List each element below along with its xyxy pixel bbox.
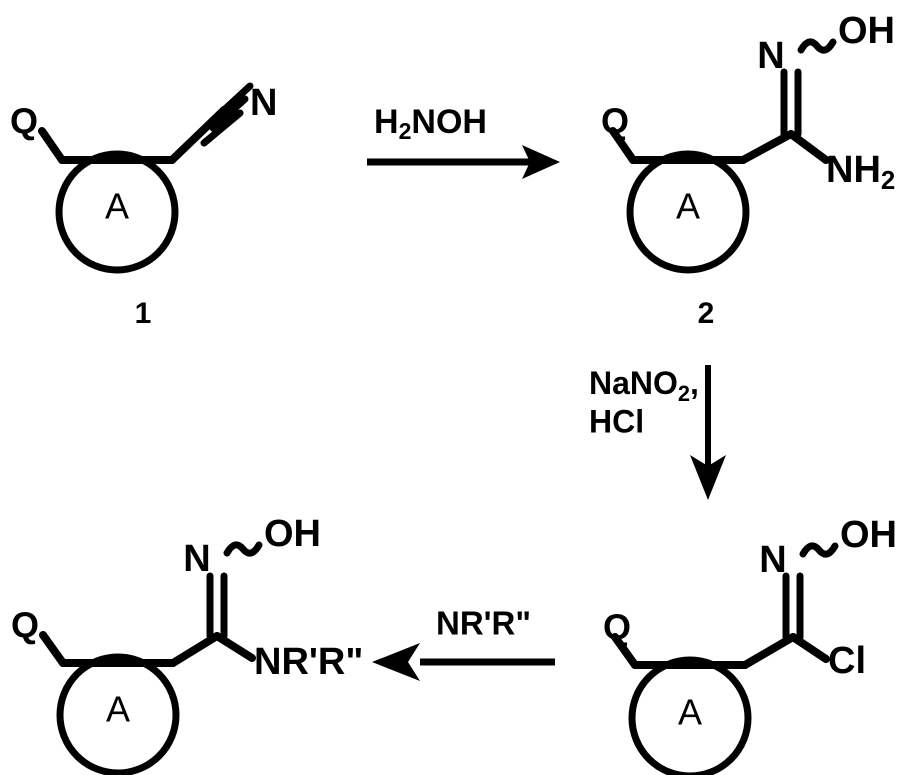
label-hydroxyl-compound-3: OH [840,514,897,556]
label-q-compound-1: Q [10,101,38,142]
reaction-arrow-vertical: NaNO2, HCl [589,365,726,500]
label-oxime-nitrogen-compound-3: N [759,539,786,581]
reaction-arrow-top: H2NOH [367,103,560,179]
wavy-bond-n-oh-compound-3 [799,542,839,558]
compound-number-1: 1 [135,297,152,330]
bond-carbon-to-amine-compound-2 [787,130,830,164]
wavy-bond-n-oh-compound-4 [223,541,263,557]
nitrile-triple-bond-line-3 [200,109,244,147]
bond-q-compound-4 [39,631,67,667]
label-q-compound-2: Q [601,101,629,142]
label-nitrogen-compound-1: N [250,82,277,124]
label-q-compound-4: Q [11,605,39,646]
nitrile-triple-bond-line-1 [220,82,254,114]
structure-compound-1: Q N A 1 [10,82,277,330]
ring-letter-compound-4: A [106,689,130,730]
label-oxime-nitrogen-compound-2: N [757,35,784,77]
bond-q-compound-3 [611,633,639,669]
bond-ring-to-carbon-compound-4 [169,632,221,667]
label-hydroxyl-compound-4: OH [264,513,321,555]
bond-ring-to-carbon-compound-3 [741,633,797,669]
bond-carbon-to-amine-compound-4 [213,632,256,662]
structure-compound-2: Q N OH NH2 A 2 [601,10,895,330]
bond-q-compound-1 [38,127,66,164]
label-hydroxyl-compound-2: OH [838,10,895,52]
ring-letter-compound-3: A [678,692,702,733]
ring-circle-compound-1 [55,150,179,274]
arrow-head-bottom [372,643,420,681]
ring-circle-compound-2 [626,150,750,274]
label-q-compound-3: Q [603,607,631,648]
arrow-head-vertical [690,455,726,500]
label-chloride-compound-3: Cl [828,640,866,682]
reaction-arrow-bottom: NR'R" [372,605,555,681]
label-oxime-nitrogen-compound-4: N [183,538,210,580]
bond-q-compound-2 [609,127,637,164]
bond-ring-to-nitrile-compound-1 [168,106,228,164]
wavy-bond-n-oh-compound-2 [797,38,837,54]
ring-letter-compound-2: A [676,186,700,227]
arrow-head-top [522,145,560,179]
reagent-label-vertical-line1: NaNO2, [589,365,699,405]
label-amine-compound-2: NH2 [826,149,895,195]
ring-circle-compound-4 [56,653,180,775]
reagent-label-bottom: NR'R" [436,605,531,642]
bond-ring-to-carbon-compound-2 [739,130,795,164]
nitrile-triple-bond-line-2 [209,95,249,132]
label-amine-compound-4: NR'R" [254,641,363,683]
reagent-label-top: H2NOH [374,103,487,144]
bond-carbon-to-chloride-compound-3 [789,633,830,663]
reagent-label-vertical-line2: HCl [589,403,644,439]
compound-number-2: 2 [698,297,715,330]
structure-compound-4: Q N OH NR'R" A [11,513,363,775]
ring-letter-compound-1: A [105,186,129,227]
ring-circle-compound-3 [628,656,752,775]
structure-compound-3: Q N OH Cl A [603,514,897,775]
